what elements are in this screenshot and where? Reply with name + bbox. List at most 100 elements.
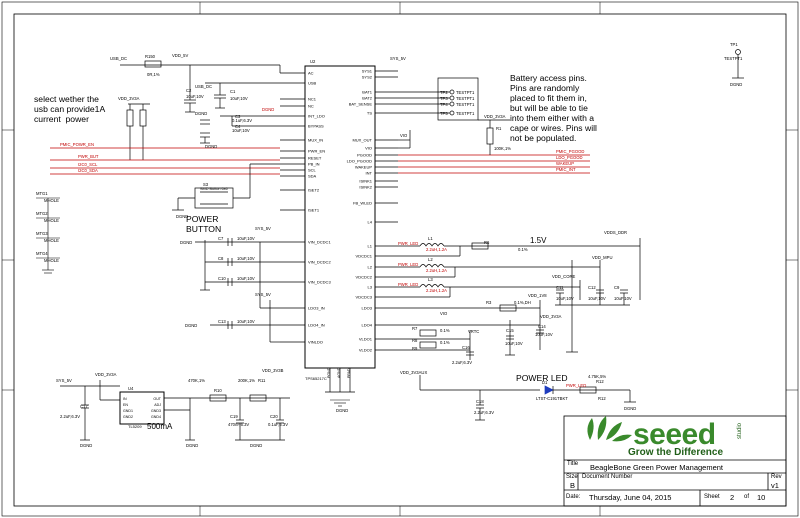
u2-right-pin-label: SYS2 bbox=[362, 75, 373, 80]
u2-right-pin-label: WAKEUP bbox=[355, 165, 373, 170]
u2-bottom-pins bbox=[325, 368, 355, 393]
pmic-int-net: PMIC_INT bbox=[556, 167, 576, 172]
r7-value: 0.1% bbox=[440, 328, 450, 333]
l1-ref: L1 bbox=[428, 236, 433, 241]
r1-ref: R1 bbox=[496, 126, 502, 131]
c3-ref: C3 bbox=[235, 114, 241, 119]
u4-wiring bbox=[60, 380, 290, 441]
current-500ma-note: 500mA bbox=[147, 422, 173, 431]
sys-5v-net-3: SYS_5V bbox=[255, 292, 271, 297]
r3-value: 0.1%,DH bbox=[514, 300, 531, 305]
u2-right-pins bbox=[375, 70, 398, 351]
l2-node-label: PWR_LED bbox=[398, 262, 418, 267]
u2-left-pins bbox=[280, 72, 305, 343]
u2-right-pin-label: LDO3 bbox=[362, 306, 373, 311]
u2-left-pin-label: BYPASS bbox=[308, 124, 324, 129]
dgnd-label: DGND bbox=[262, 107, 274, 112]
c20-ref: C20 bbox=[270, 414, 278, 419]
u2-bottom-pin-label: PGND bbox=[327, 367, 331, 378]
c10-ref: C10 bbox=[218, 276, 226, 281]
l2-ref: L2 bbox=[428, 257, 433, 262]
rev-value: v1 bbox=[771, 481, 779, 490]
c13-value: 10uF,10V bbox=[237, 319, 255, 324]
usb-dc-net-2: USB_DC bbox=[195, 84, 212, 89]
u2-left-pin-label: MUX_IN bbox=[308, 138, 323, 143]
r11-value: 200K,1% bbox=[238, 378, 255, 383]
r8-value: 0.1% bbox=[440, 340, 450, 345]
mtg-ref: MTG1 bbox=[36, 191, 48, 196]
u2-left-pin-label: PB_IN bbox=[308, 162, 320, 167]
c13-ref: C13 bbox=[218, 319, 226, 324]
vdd-3v3a-net-2: VDD_3V3A bbox=[484, 114, 506, 119]
u4-left-pin-label: IN bbox=[123, 397, 127, 401]
u2-right-pin-label: SYS1 bbox=[362, 69, 373, 74]
u4-right-pin-label: OUT bbox=[153, 397, 161, 401]
r150-ref: R150 bbox=[145, 54, 156, 59]
u2-left-pin-label: NC bbox=[308, 104, 314, 109]
u2-left-pin-label: ISET2 bbox=[308, 188, 320, 193]
r150-value: 0R,1% bbox=[147, 72, 160, 77]
u4-right-pin-label: GND3 bbox=[151, 409, 161, 413]
mtg-ref: MTG4 bbox=[36, 251, 48, 256]
r8-ref: R8 bbox=[412, 338, 418, 343]
c15-value: 10uF,10V bbox=[505, 341, 523, 346]
sys-5v-net-4: SYS_5V bbox=[56, 378, 72, 383]
u2-right-pin-label: VLDO2 bbox=[359, 348, 373, 353]
u2-left-pin-label: AC bbox=[308, 71, 314, 76]
dgnd-label: DGND bbox=[186, 443, 198, 448]
r10-value: 470K,1% bbox=[188, 378, 205, 383]
u2-left-pin-label: VIN_DCDC2 bbox=[308, 260, 331, 265]
output-inductors bbox=[398, 238, 641, 306]
size-label: Size bbox=[566, 474, 578, 480]
v15-label: 1.5V bbox=[530, 236, 547, 245]
u2-right-pin-label: ISINK1 bbox=[359, 179, 372, 184]
u4-left-pin-label: GND2 bbox=[123, 415, 133, 419]
dgnd-label: DGND bbox=[205, 144, 217, 149]
vdd-3v3a-net-3: VDD_3V3A bbox=[540, 314, 562, 319]
c14-ref: C14 bbox=[538, 324, 546, 329]
seeed-logo-mark bbox=[587, 416, 632, 442]
tp-ref: TP4 bbox=[440, 102, 448, 107]
u2-right-pin-label: BAT1 bbox=[362, 90, 372, 95]
u4-part: TL5209 bbox=[128, 424, 142, 429]
title-value: BeagleBone Green Power Management bbox=[590, 463, 724, 472]
sheet-value: 2 bbox=[730, 493, 735, 502]
d1-part: LTST-C191TBKT bbox=[536, 396, 568, 401]
r9-ref: R9 bbox=[412, 346, 418, 351]
s3-ref: S3 bbox=[203, 182, 209, 187]
c2-ref: C2 bbox=[186, 88, 192, 93]
u2-right-pin-label: L1 bbox=[368, 244, 373, 249]
u2-left-pin-label: SDA bbox=[308, 174, 317, 179]
c3-value: 0.1uF,6.3V bbox=[232, 118, 252, 123]
pmic-pgood-net: PMIC_PGOOD bbox=[556, 149, 584, 154]
l1-value: 2.2uH,1.2A bbox=[426, 247, 447, 252]
tp-ref: TP2 bbox=[440, 90, 448, 95]
tp1-part: TESTPT1 bbox=[724, 56, 743, 61]
u2-right-pin-label: MUX_OUT bbox=[352, 138, 372, 143]
r12-value: 4.75K,5% bbox=[588, 374, 606, 379]
c9-value: 10uF,10V bbox=[614, 296, 632, 301]
u2-left-pin-label: VIN_DCDC1 bbox=[308, 240, 331, 245]
c7-value: 10uF,10V bbox=[237, 236, 255, 241]
date-label: Date: bbox=[566, 494, 581, 500]
vdd-3v3a-net-4: VDD_3V3A bbox=[95, 372, 117, 377]
r12-ref-2: R12 bbox=[598, 396, 606, 401]
dgnd-label: DGND bbox=[195, 111, 207, 116]
vio-wires bbox=[398, 130, 411, 149]
vdd-3v3b-net: VDD_3V3B bbox=[262, 368, 284, 373]
wakeup-net: WAKEUP bbox=[556, 161, 574, 166]
c17-value: 2.2uF,6.3V bbox=[60, 414, 80, 419]
mounting-holes bbox=[36, 197, 60, 274]
r6-value: 0.1% bbox=[518, 247, 528, 252]
of-label: of bbox=[744, 494, 750, 500]
r1-resistor bbox=[478, 119, 510, 155]
u2-right-pin-label: VIO bbox=[365, 146, 372, 151]
sys-5v-net-2: SYS_5V bbox=[255, 226, 271, 231]
seeed-logo-text: seeed bbox=[633, 418, 716, 451]
u2-left-pin-label: RESET bbox=[308, 156, 322, 161]
testpt-part: TESTPT1 bbox=[456, 102, 475, 107]
u2-right-pin-label: L4 bbox=[368, 220, 373, 225]
r3-ref: R3 bbox=[486, 300, 492, 305]
usb-current-note: select wether the usb can provide1A curr… bbox=[34, 94, 106, 124]
testpt-part: TESTPT1 bbox=[456, 111, 475, 116]
